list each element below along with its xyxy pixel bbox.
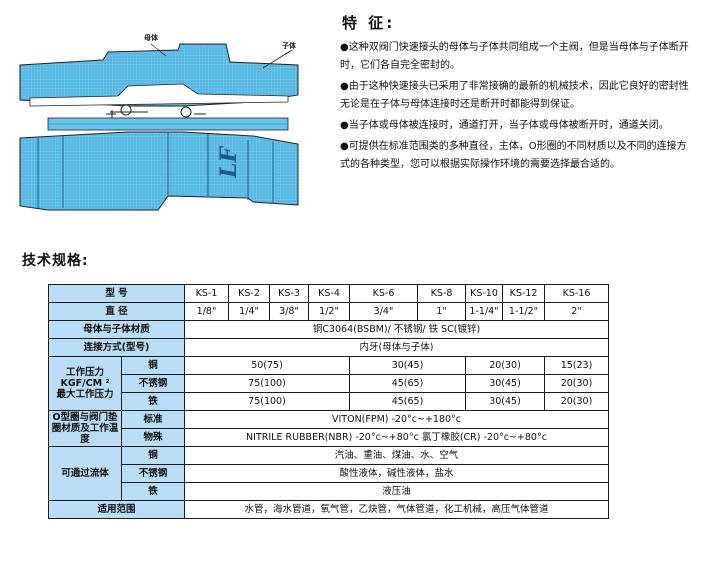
model-cell: KS-10 xyxy=(465,284,503,303)
material-value: 铜C3064(BSBM)/ 不锈钢/ 铁 SC(镀锌) xyxy=(184,320,609,339)
pressure-value: 50(75) xyxy=(184,356,350,375)
spec-title: 技术规格: xyxy=(22,253,89,269)
feature-item: ●当子体或母体被连接时，通道打开，当子体或母体被断开时，通道关闭。 xyxy=(340,120,669,131)
fluid-material: 铁 xyxy=(121,482,185,501)
diameter-cell: 1-1/4" xyxy=(465,302,503,321)
table-row: 连接方式(型号) 内牙(母体与子体) xyxy=(48,338,609,357)
pressure-material: 不锈钢 xyxy=(121,374,185,393)
connection-label: 连接方式(型号) xyxy=(48,338,185,357)
diameter-cell: 1/2" xyxy=(308,302,350,321)
pressure-value: 45(65) xyxy=(349,374,466,393)
pressure-value: 30(45) xyxy=(349,356,466,375)
coupling-cross-section-diagram: 母体 子体 LF xyxy=(8,20,308,220)
material-label: 母体与子体材质 xyxy=(48,320,185,339)
pressure-value: 45(65) xyxy=(349,392,466,411)
label-child: 子体 xyxy=(282,41,297,50)
diameter-cell: 1-1/2" xyxy=(502,302,545,321)
table-row: 直 径 1/8" 1/4" 3/8" 1/2" 3/4" 1" 1-1/4" 1… xyxy=(48,302,609,321)
pressure-material: 铜 xyxy=(121,356,185,375)
oring-type: 物殊 xyxy=(121,428,185,447)
diameter-cell: 3/4" xyxy=(349,302,418,321)
fluid-label: 可通过流体 xyxy=(48,446,122,501)
table-row: 不锈钢 75(100) 45(65) 30(45) 20(30) xyxy=(49,374,609,393)
fluid-material: 铜 xyxy=(121,446,185,465)
fluid-value: 液压油 xyxy=(184,482,609,501)
lf-logo: LF xyxy=(216,146,242,179)
diameter-cell: 2" xyxy=(544,302,609,321)
pressure-value: 30(45) xyxy=(465,392,545,411)
table-row: 铁 75(100) 45(65) 30(45) 20(30) xyxy=(49,392,609,411)
model-label: 型 号 xyxy=(48,284,185,303)
usage-value: 水管，海水管道，氧气管，乙炔管，气体管道，化工机械，高压气体管道 xyxy=(184,500,609,519)
table-row: 适用范围 水管，海水管道，氧气管，乙炔管，气体管道，化工机械，高压气体管道 xyxy=(48,500,609,519)
pressure-label-line: 工作压力 xyxy=(65,367,104,378)
table-row: 铁 液压油 xyxy=(49,482,609,501)
usage-label: 适用范围 xyxy=(48,500,185,519)
oring-type: 标准 xyxy=(121,410,185,429)
feature-item: ●这种双阀门快速接头的母体与子体共同组成一个主阀，但是当母体与子体断开时，它们各… xyxy=(340,42,689,71)
model-cell: KS-12 xyxy=(502,284,545,303)
diameter-cell: 3/8" xyxy=(269,302,309,321)
pressure-value: 75(100) xyxy=(184,374,350,393)
oring-label: O型圈与阀门垫圈材质及工作温度 xyxy=(48,410,122,447)
model-cell: KS-16 xyxy=(544,284,609,303)
model-cell: KS-2 xyxy=(228,284,270,303)
pressure-value: 15(23) xyxy=(544,356,609,375)
diameter-cell: 1/4" xyxy=(228,302,270,321)
spec-table: 型 号 KS-1 KS-2 KS-3 KS-4 KS-6 KS-8 KS-10 … xyxy=(48,284,609,519)
pressure-value: 20(30) xyxy=(465,356,545,375)
table-row: 型 号 KS-1 KS-2 KS-3 KS-4 KS-6 KS-8 KS-10 … xyxy=(48,284,609,303)
fluid-material: 不锈钢 xyxy=(121,464,185,483)
model-cell: KS-1 xyxy=(184,284,229,303)
feature-item: ●可提供在标准范围类的多种直径，主体，O形圈的不同材质以及不同的连接方式的各种类… xyxy=(340,141,687,170)
pressure-label-line: KGF/CM ² xyxy=(60,378,110,389)
features-title: 特 征: xyxy=(342,14,396,32)
oring-value: NITRILE RUBBER(NBR) -20°c~+80°c 氯丁橡胶(CR)… xyxy=(184,428,609,447)
fluid-value: 酸性液体，碱性液体，盐水 xyxy=(184,464,609,483)
pressure-value: 20(30) xyxy=(544,392,609,411)
table-row: 不锈钢 酸性液体，碱性液体，盐水 xyxy=(49,464,609,483)
pressure-label: 工作压力 KGF/CM ² 最大工作压力 xyxy=(48,356,122,411)
table-row: 物殊 NITRILE RUBBER(NBR) -20°c~+80°c 氯丁橡胶(… xyxy=(49,428,609,447)
model-cell: KS-4 xyxy=(308,284,350,303)
table-row: 工作压力 KGF/CM ² 最大工作压力 铜 50(75) 30(45) 20(… xyxy=(48,356,609,411)
connection-value: 内牙(母体与子体) xyxy=(184,338,609,357)
oring-value: VITON(FPM) -20°c~+180°c xyxy=(184,410,609,429)
table-row: 可通过流体 铜 汽油、重油、煤油、水、空气 xyxy=(48,446,609,501)
feature-item: ●由于这种快速接头已采用了非常接确的最新的机械技术，因此它良好的密封性无论是在子… xyxy=(340,81,689,110)
pressure-value: 30(45) xyxy=(465,374,545,393)
table-row: 母体与子体材质 铜C3064(BSBM)/ 不锈钢/ 铁 SC(镀锌) xyxy=(48,320,609,339)
pressure-label-line: 最大工作压力 xyxy=(56,389,114,400)
model-cell: KS-3 xyxy=(269,284,309,303)
pressure-value: 20(30) xyxy=(544,374,609,393)
fluid-value: 汽油、重油、煤油、水、空气 xyxy=(184,446,609,465)
model-cell: KS-6 xyxy=(349,284,418,303)
label-mother: 母体 xyxy=(144,33,159,42)
diameter-cell: 1/8" xyxy=(184,302,229,321)
features-section: 特 征: ●这种双阀门快速接头的母体与子体共同组成一个主阀，但是当母体与子体断开… xyxy=(340,12,695,177)
diameter-cell: 1" xyxy=(417,302,466,321)
diameter-label: 直 径 xyxy=(48,302,185,321)
pressure-value: 75(100) xyxy=(184,392,350,411)
table-row: O型圈与阀门垫圈材质及工作温度 标准 VITON(FPM) -20°c~+180… xyxy=(48,410,609,447)
pressure-material: 铁 xyxy=(121,392,185,411)
model-cell: KS-8 xyxy=(417,284,466,303)
